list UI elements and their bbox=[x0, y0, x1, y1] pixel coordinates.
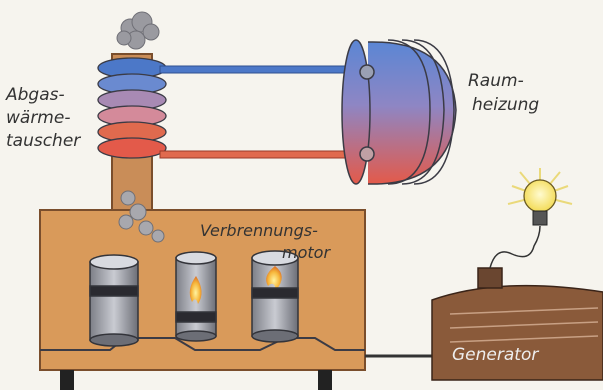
flame-icon bbox=[189, 276, 202, 304]
smoke-icon bbox=[116, 11, 160, 50]
label-engine-2: motor bbox=[282, 243, 331, 262]
cylinder-middle bbox=[175, 251, 217, 342]
label-exhaust-exchanger-1: Abgas- bbox=[5, 85, 65, 105]
heating-pipes bbox=[159, 65, 369, 159]
cylinder-right bbox=[251, 250, 299, 343]
wire bbox=[489, 225, 541, 269]
lightbulb-icon bbox=[507, 168, 573, 226]
label-room-heating-1: Raum- bbox=[468, 71, 524, 91]
label-engine-1: Verbrennungs- bbox=[200, 221, 318, 240]
label-exhaust-exchanger-2: wärme- bbox=[6, 108, 70, 128]
label-generator: Generator bbox=[452, 345, 539, 365]
radiator bbox=[341, 39, 457, 185]
cylinder-left bbox=[89, 254, 139, 347]
heat-exchanger-coils bbox=[97, 57, 167, 159]
label-room-heating-2: heizung bbox=[472, 95, 539, 115]
engine-smoke-icon bbox=[118, 190, 165, 243]
label-exhaust-exchanger-3: tauscher bbox=[6, 131, 81, 151]
